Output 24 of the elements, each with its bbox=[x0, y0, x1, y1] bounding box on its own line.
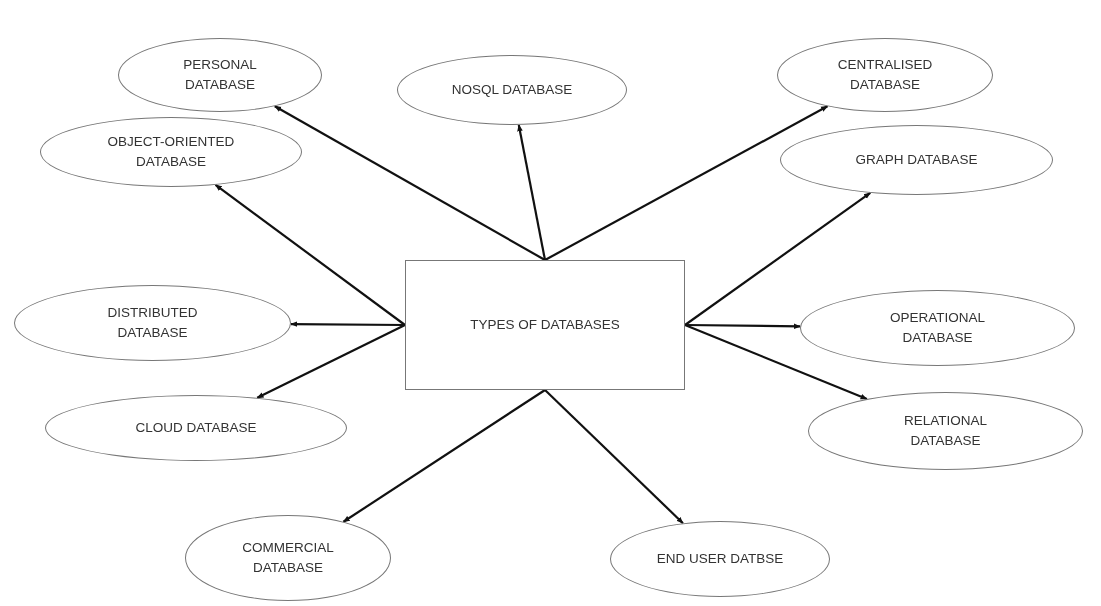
arrow bbox=[684, 324, 868, 401]
node-label: NOSQL DATABASE bbox=[451, 81, 573, 100]
arrow bbox=[256, 324, 406, 399]
node-label: TYPES OF DATABASES bbox=[470, 316, 620, 335]
node-label: DISTRIBUTED DATABASE bbox=[106, 304, 199, 342]
node-label: OBJECT-ORIENTED DATABASE bbox=[106, 133, 236, 171]
arrow bbox=[290, 321, 405, 327]
node-label: PERSONAL DATABASE bbox=[182, 56, 258, 94]
arrow bbox=[684, 192, 871, 326]
arrow bbox=[544, 105, 829, 261]
arrow bbox=[517, 124, 547, 261]
node-label: END USER DATBSE bbox=[656, 550, 784, 569]
node-label: CENTRALISED DATABASE bbox=[836, 56, 934, 94]
node-label: OPERATIONAL DATABASE bbox=[889, 309, 986, 347]
category-box bbox=[405, 260, 685, 390]
arrow bbox=[274, 105, 546, 261]
arrow bbox=[214, 184, 406, 326]
node-label: COMMERCIAL DATABASE bbox=[241, 539, 335, 577]
node-label: CLOUD DATABASE bbox=[135, 419, 257, 438]
arrow bbox=[544, 389, 684, 524]
node-label: RELATIONAL DATABASE bbox=[903, 412, 988, 450]
arrow bbox=[342, 389, 546, 523]
arrow bbox=[685, 323, 801, 330]
node-label: GRAPH DATABASE bbox=[855, 151, 978, 170]
